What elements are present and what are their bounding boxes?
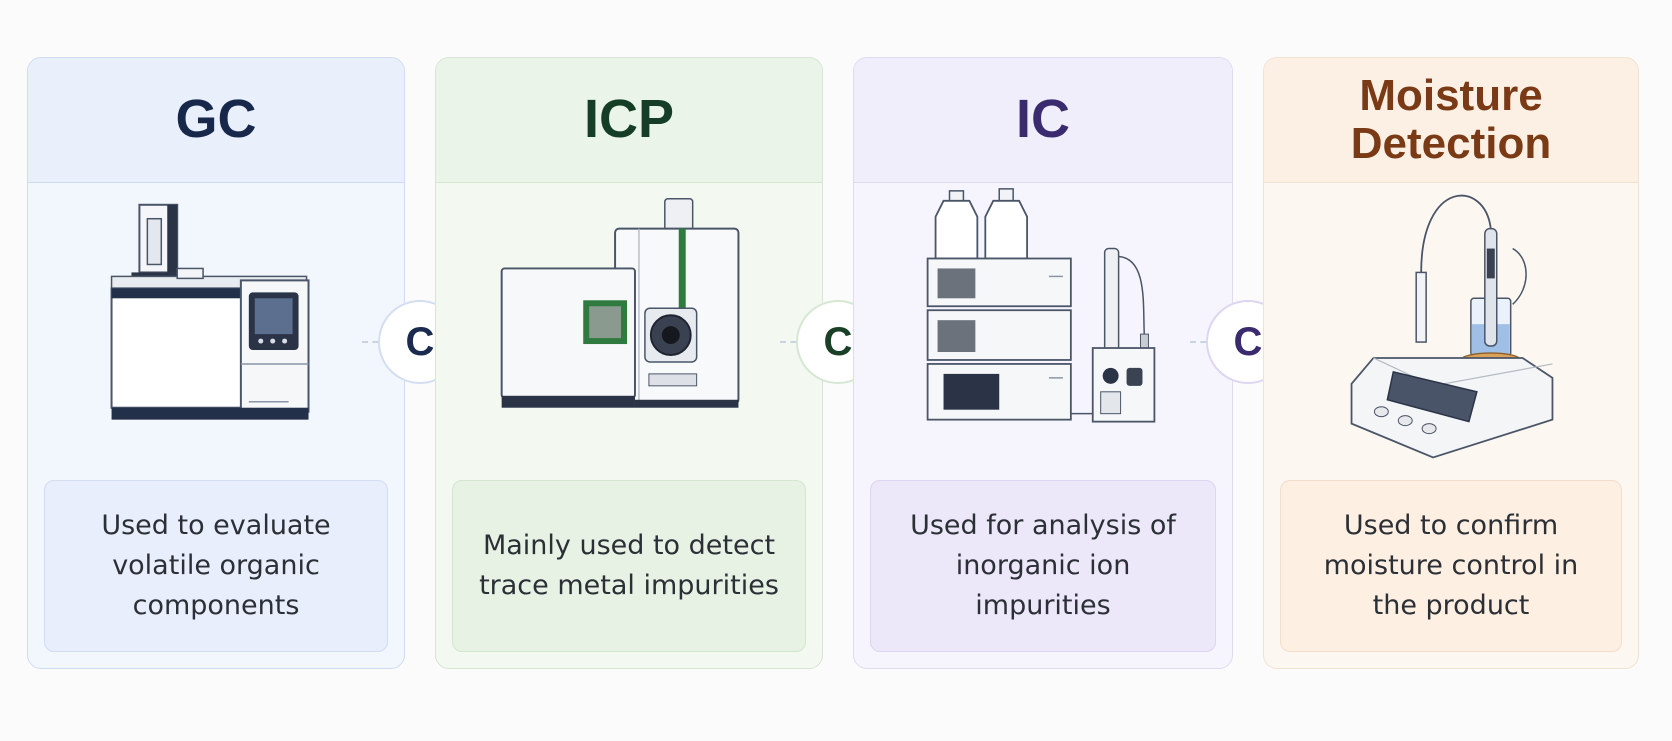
description-box: Used for analysis of inorganic ion impur… — [870, 480, 1216, 652]
card-title: Moisture Detection — [1350, 70, 1552, 168]
card-moisture-detection: Moisture Detection U — [1263, 57, 1639, 669]
description-text: Used to confirm moisture control in the … — [1323, 510, 1579, 621]
description-box: Used to evaluate volatile organic compon… — [44, 480, 388, 652]
card-gc: GC Used to evaluate — [27, 57, 405, 669]
card-header: ICP — [436, 58, 822, 183]
karl-fischer-titrator-icon — [1264, 188, 1638, 518]
card-header: IC — [854, 58, 1232, 183]
card-header: GC — [28, 58, 404, 183]
description-box: Used to confirm moisture control in the … — [1280, 480, 1622, 652]
card-header: Moisture Detection — [1264, 58, 1638, 183]
gas-chromatograph-icon — [28, 188, 404, 518]
icp-spectrometer-icon — [436, 188, 822, 518]
description-text: Used for analysis of inorganic ion impur… — [910, 510, 1176, 621]
card-title: GC — [175, 89, 257, 150]
description-text: Mainly used to detect trace metal impuri… — [479, 530, 779, 601]
card-title: ICP — [583, 89, 675, 150]
connector-label: C — [405, 319, 435, 364]
description-box: Mainly used to detect trace metal impuri… — [452, 480, 806, 652]
card-title: IC — [1016, 89, 1070, 150]
connector-label: C — [1233, 319, 1263, 364]
card-ic: IC Use — [853, 57, 1233, 669]
card-icp: ICP Mainly used to detect trace metal im… — [435, 57, 823, 669]
description-text: Used to evaluate volatile organic compon… — [101, 510, 331, 621]
ion-chromatograph-icon — [854, 188, 1232, 518]
connector-label: C — [823, 319, 853, 364]
